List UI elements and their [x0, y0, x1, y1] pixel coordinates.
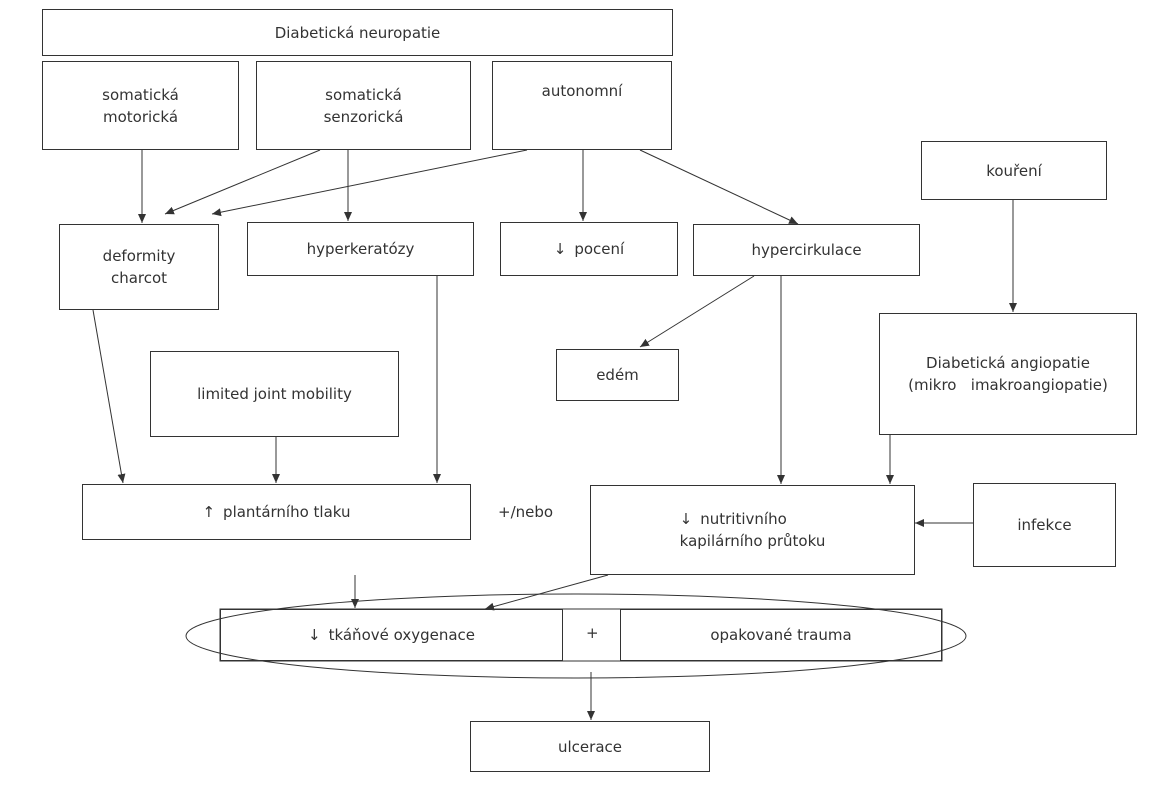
node-capillary-line1: nutritivního [700, 510, 787, 528]
node-somatic-motor-line1: somatická [102, 85, 179, 104]
arrow-autonomic-to-hypercirculation [639, 149, 799, 225]
node-angiopathy-line2: (mikro imakroangiopatie) [908, 376, 1108, 394]
node-somatic-sensory: somatická senzorická [256, 61, 471, 150]
node-deformity-line2: charcot [110, 269, 168, 287]
node-plantar-label: plantárního tlaku [223, 503, 351, 521]
node-capillary-flow: ↓ nutritivního kapilárního průtoku [590, 485, 915, 575]
arrow-autonomic-to-deformity [211, 149, 528, 217]
node-edema-label: edém [596, 366, 639, 384]
arrow-hypercirculation-to-edema [639, 275, 755, 348]
and-or-label: +/nebo [498, 503, 554, 521]
node-repeated-trauma: opakované trauma [620, 609, 942, 661]
node-trauma-label: opakované trauma [710, 626, 852, 644]
node-capillary-line2: kapilárního průtoku [679, 532, 826, 550]
node-hypercirculation-label: hypercirkulace [751, 241, 862, 259]
node-sweating-label: pocení [574, 240, 625, 258]
node-smoking: kouření [921, 141, 1107, 200]
down-arrow-icon: ↓ [307, 626, 321, 644]
node-hyperkeratosis-label: hyperkeratózy [306, 240, 415, 258]
down-arrow-icon: ↓ [553, 240, 567, 258]
node-angiopathy-line1: Diabetická angiopatie [926, 354, 1090, 372]
node-autonomic-label: autonomní [541, 82, 623, 100]
node-somatic-motor: somatická motorická [42, 61, 239, 150]
plus-label: + [586, 624, 599, 642]
node-hypercirculation: hypercirkulace [693, 224, 920, 276]
node-somatic-motor-line2: motorická [102, 107, 179, 126]
node-deformity-line1: deformity [102, 247, 176, 265]
node-edema: edém [556, 349, 679, 401]
node-tissue-oxygenation: ↓ tkáňové oxygenace [220, 609, 563, 661]
node-somatic-sensory-line2: senzorická [323, 107, 404, 126]
grouping-ellipse [185, 593, 967, 679]
node-smoking-label: kouření [986, 161, 1042, 180]
node-infection-label: infekce [1017, 516, 1072, 534]
node-hyperkeratosis: hyperkeratózy [247, 222, 474, 276]
node-diabetic-neuropathy-label: Diabetická neuropatie [274, 23, 441, 42]
node-limited-joint-mobility: limited joint mobility [150, 351, 399, 437]
node-diabetic-angiopathy: Diabetická angiopatie (mikro imakroangio… [879, 313, 1137, 435]
arrow-sensory-to-deformity [164, 149, 321, 215]
node-sweating: ↓ pocení [500, 222, 678, 276]
arrow-capillary-to-oxygenation [484, 574, 609, 611]
node-ulceration: ulcerace [470, 721, 710, 772]
node-diabetic-neuropathy: Diabetická neuropatie [42, 9, 673, 56]
up-arrow-icon: ↑ [202, 503, 216, 521]
node-oxygenation-label: tkáňové oxygenace [328, 626, 476, 644]
node-ulceration-label: ulcerace [558, 737, 622, 756]
node-infection: infekce [973, 483, 1116, 567]
node-plantar-pressure: ↑ plantárního tlaku [82, 484, 471, 540]
arrow-deformity-to-plantar [92, 309, 126, 484]
node-somatic-sensory-line1: somatická [325, 85, 402, 104]
down-arrow-icon: ↓ [679, 510, 693, 528]
node-autonomic: autonomní [492, 61, 672, 150]
node-deformity-charcot: deformity charcot [59, 224, 219, 310]
node-joint-mobility-label: limited joint mobility [197, 385, 352, 403]
